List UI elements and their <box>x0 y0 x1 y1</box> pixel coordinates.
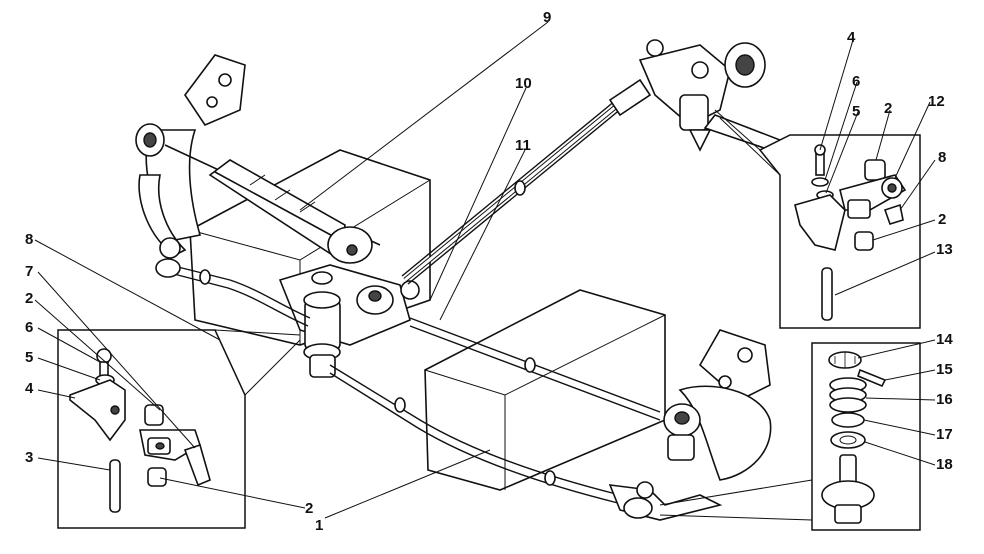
callout-9: 9 <box>543 9 551 26</box>
callout-1: 1 <box>315 517 323 534</box>
detail-inset-bottom-right <box>659 342 921 531</box>
callout-2: 2 <box>884 100 892 117</box>
detail-inset-top-right <box>714 109 921 329</box>
leader-lines <box>34 21 936 519</box>
left-upper-bracket <box>138 54 246 256</box>
cross-tie-rod <box>409 317 661 421</box>
right-lower-tie-rod-end <box>608 481 723 521</box>
callout-labels: 1 2 2 2 2 3 4 4 5 5 6 6 7 8 8 9 10 11 12… <box>25 9 953 534</box>
callout-5: 5 <box>25 349 33 366</box>
callout-2: 2 <box>25 290 33 307</box>
right-upper-knuckle <box>638 39 782 152</box>
detail-inset-left <box>57 329 301 529</box>
callout-16: 16 <box>936 391 953 408</box>
right-lower-knuckle <box>663 329 772 481</box>
left-lower-tie-rod <box>155 237 311 327</box>
callout-2: 2 <box>938 211 946 228</box>
left-tie-rod-end-upper <box>135 123 165 157</box>
callout-4: 4 <box>847 29 856 46</box>
callout-15: 15 <box>936 361 953 378</box>
callout-17: 17 <box>936 426 953 443</box>
callout-4: 4 <box>25 380 34 397</box>
callout-7: 7 <box>25 263 33 280</box>
callout-3: 3 <box>25 449 33 466</box>
callout-5: 5 <box>852 103 860 120</box>
callout-6: 6 <box>25 319 33 336</box>
callout-8: 8 <box>938 149 946 166</box>
callout-10: 10 <box>515 75 532 92</box>
callout-12: 12 <box>928 93 945 110</box>
damper-cylinder <box>164 144 381 264</box>
callout-14: 14 <box>936 331 953 348</box>
callout-6: 6 <box>852 73 860 90</box>
upper-tie-rod <box>401 78 652 285</box>
engine-block-right <box>424 289 666 491</box>
callout-8: 8 <box>25 231 33 248</box>
callout-2: 2 <box>305 500 313 517</box>
callout-13: 13 <box>936 241 953 258</box>
callout-18: 18 <box>936 456 953 473</box>
callout-11: 11 <box>515 137 531 154</box>
lower-long-tie-rod <box>329 364 621 504</box>
